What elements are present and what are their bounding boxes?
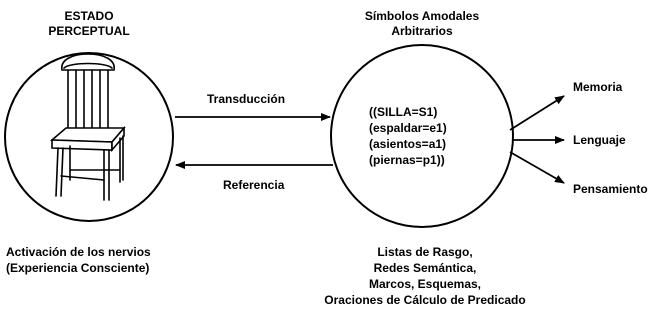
symbol-line: (asientos=a1) <box>369 137 447 151</box>
transduction-label: Transducción <box>207 92 286 106</box>
amodal-caption: Listas de Rasgo, Redes Semántica, Marcos… <box>300 244 550 308</box>
thought-arrow <box>509 151 565 184</box>
title-line: ESTADO <box>64 9 114 23</box>
title-line: Arbitrarios <box>391 24 453 38</box>
caption-line: Redes Semántica, <box>373 261 477 275</box>
caption-line: Marcos, Esquemas, <box>368 277 482 291</box>
perceptual-caption: Activación de los nervios (Experiencia C… <box>6 244 151 276</box>
symbol-line: (espaldar=e1) <box>369 121 447 135</box>
caption-line: Listas de Rasgo, <box>377 245 473 259</box>
output-thought: Pensamiento <box>573 182 648 196</box>
caption-line: Activación de los nervios <box>6 245 151 259</box>
reference-label: Referencia <box>223 178 285 192</box>
title-line: PERCEPTUAL <box>48 24 130 38</box>
output-language: Lenguaje <box>573 133 626 147</box>
caption-line: Oraciones de Cálculo de Predicado <box>324 293 526 307</box>
amodal-symbols-circle <box>330 44 514 228</box>
memory-arrow <box>509 95 565 131</box>
amodal-symbols-title: Símbolos Amodales Arbitrarios <box>352 9 492 39</box>
symbol-line: (piernas=p1)) <box>369 153 445 167</box>
perceptual-state-circle <box>4 52 174 222</box>
symbol-line: ((SILLA=S1) <box>369 105 438 119</box>
perceptual-state-title: ESTADO PERCEPTUAL <box>44 9 134 39</box>
chair-icon <box>49 53 126 201</box>
caption-line: (Experiencia Consciente) <box>6 261 150 275</box>
title-line: Símbolos Amodales <box>364 9 480 23</box>
symbol-list: ((SILLA=S1) (espaldar=e1) (asientos=a1) … <box>369 104 447 168</box>
output-memory: Memoria <box>573 80 623 94</box>
